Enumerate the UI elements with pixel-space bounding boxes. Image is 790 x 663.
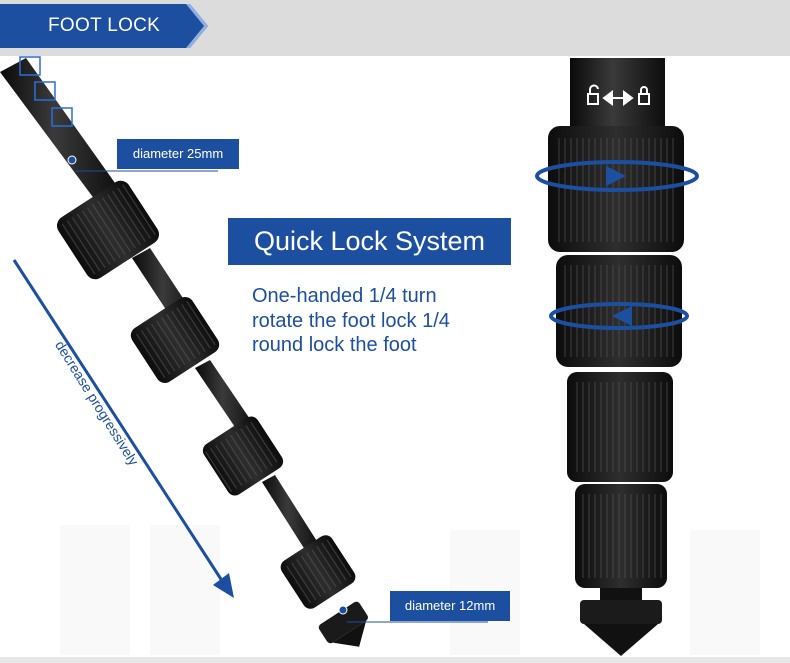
header-tab: FOOT LOCK <box>0 4 208 48</box>
page-title: FOOT LOCK <box>48 15 161 36</box>
lock-icon <box>638 86 650 105</box>
leg-badges <box>19 56 73 127</box>
quick-lock-title-box: Quick Lock System <box>228 218 511 265</box>
unlock-icon <box>587 84 599 105</box>
double-arrow-icon <box>602 90 634 106</box>
leg-lock-3 <box>202 416 284 496</box>
description-line-2: rotate the foot lock 1/4 <box>252 309 450 332</box>
right-lock-3 <box>567 372 673 482</box>
rotation-arrow-top <box>535 160 699 192</box>
leg-foot <box>318 601 368 647</box>
quick-lock-title: Quick Lock System <box>253 226 486 256</box>
leg-lock-1 <box>57 180 159 280</box>
right-lock-4 <box>575 484 667 588</box>
right-foot <box>580 600 662 656</box>
header-tab-shape <box>0 4 208 48</box>
bottom-divider <box>0 657 790 663</box>
right-lock-2 <box>556 255 682 367</box>
decrease-arrow <box>12 259 234 598</box>
right-tripod-leg <box>535 58 699 656</box>
rotation-arrow-bottom <box>549 302 689 330</box>
lock-direction-icons <box>587 84 650 106</box>
description-line-3: round lock the foot <box>252 334 417 356</box>
leg-lock-2 <box>130 297 220 383</box>
diameter-12-label: diameter 12mm <box>390 591 510 621</box>
leg-lock-4 <box>280 535 356 609</box>
left-tripod-leg <box>0 56 368 647</box>
leader-lines <box>76 170 488 623</box>
quick-lock-description: One-handed 1/4 turn rotate the foot lock… <box>252 284 450 358</box>
diameter-25-label: diameter 25mm <box>117 139 239 169</box>
description-line-1: One-handed 1/4 turn <box>252 285 437 307</box>
